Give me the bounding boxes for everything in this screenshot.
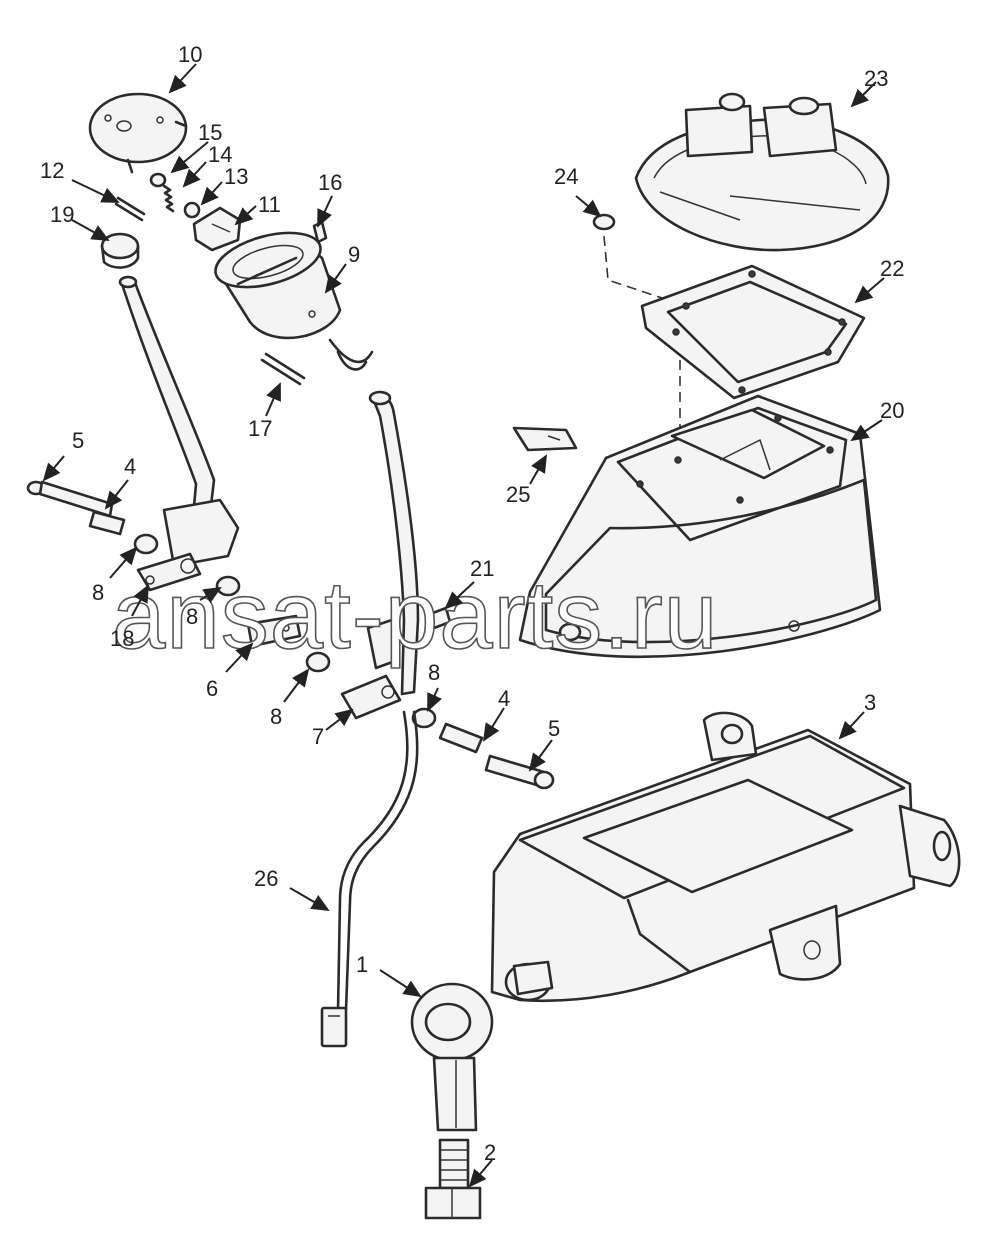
callout-12: 12 bbox=[40, 158, 64, 183]
callout-22: 22 bbox=[880, 256, 904, 281]
callout-23: 23 bbox=[864, 66, 888, 91]
callout-21: 21 bbox=[470, 556, 494, 581]
callout-16: 16 bbox=[318, 170, 342, 195]
part-12-pin bbox=[114, 196, 146, 222]
part-11-latch bbox=[192, 206, 242, 252]
callout-5-right: 5 bbox=[548, 716, 560, 741]
callout-4-left: 4 bbox=[124, 454, 136, 479]
part-4-sleeve-left bbox=[88, 510, 126, 536]
callout-8-upper: 8 bbox=[186, 604, 198, 629]
part-6-plate bbox=[246, 614, 302, 648]
callout-17: 17 bbox=[248, 416, 272, 441]
callout-15: 15 bbox=[198, 120, 222, 145]
part-9-housing bbox=[214, 231, 374, 371]
left-shift-lever bbox=[118, 275, 240, 592]
part-10-cap bbox=[88, 92, 188, 174]
callout-25: 25 bbox=[506, 482, 530, 507]
callout-5-left: 5 bbox=[72, 428, 84, 453]
part-15-plunger bbox=[149, 172, 167, 188]
callout-8-middle: 8 bbox=[270, 704, 282, 729]
part-23-boot bbox=[634, 92, 890, 252]
callout-20: 20 bbox=[880, 398, 904, 423]
part-25-clip bbox=[512, 426, 578, 452]
part-5-bolt-left bbox=[26, 480, 114, 518]
callout-leaders bbox=[42, 63, 885, 1188]
callout-18: 18 bbox=[110, 626, 134, 651]
callout-19: 19 bbox=[50, 202, 74, 227]
part-14-spring bbox=[162, 184, 175, 213]
part-13-ball bbox=[183, 201, 201, 219]
callout-14: 14 bbox=[208, 142, 232, 167]
callout-4-right: 4 bbox=[498, 686, 510, 711]
center-shift-lever bbox=[340, 390, 420, 720]
part-8-bushing-4 bbox=[411, 707, 437, 729]
part-22-gasket bbox=[640, 264, 866, 400]
part-24-plug bbox=[592, 213, 681, 450]
part-2-bolt bbox=[424, 1138, 482, 1220]
callout-8-right: 8 bbox=[428, 660, 440, 685]
callout-13: 13 bbox=[224, 164, 248, 189]
callout-24: 24 bbox=[554, 164, 578, 189]
watermark-text: ansat-parts.ru bbox=[112, 562, 718, 669]
part-17-pin bbox=[260, 352, 306, 386]
callout-2: 2 bbox=[484, 1140, 496, 1165]
callout-7: 7 bbox=[312, 724, 324, 749]
part-21-screw bbox=[428, 606, 452, 630]
part-8-bushing-2 bbox=[215, 575, 241, 597]
part-26-shift-rod bbox=[320, 710, 419, 1048]
part-8-bushing-1 bbox=[133, 533, 159, 555]
part-20-console-cover bbox=[518, 394, 882, 659]
callout-8-left: 8 bbox=[92, 580, 104, 605]
part-19-cap bbox=[100, 232, 140, 269]
callout-1: 1 bbox=[356, 952, 368, 977]
callout-9: 9 bbox=[348, 242, 360, 267]
part-1-rod-end bbox=[410, 982, 494, 1132]
callout-11: 11 bbox=[258, 192, 281, 217]
part-5-bolt-right bbox=[484, 754, 555, 790]
callout-6: 6 bbox=[206, 676, 218, 701]
callout-3: 3 bbox=[864, 690, 876, 715]
callout-10: 10 bbox=[178, 42, 202, 67]
part-3-base bbox=[490, 711, 961, 1003]
part-4-sleeve-right bbox=[438, 722, 484, 754]
part-8-bushing-3 bbox=[305, 651, 331, 673]
callout-26: 26 bbox=[254, 866, 278, 891]
